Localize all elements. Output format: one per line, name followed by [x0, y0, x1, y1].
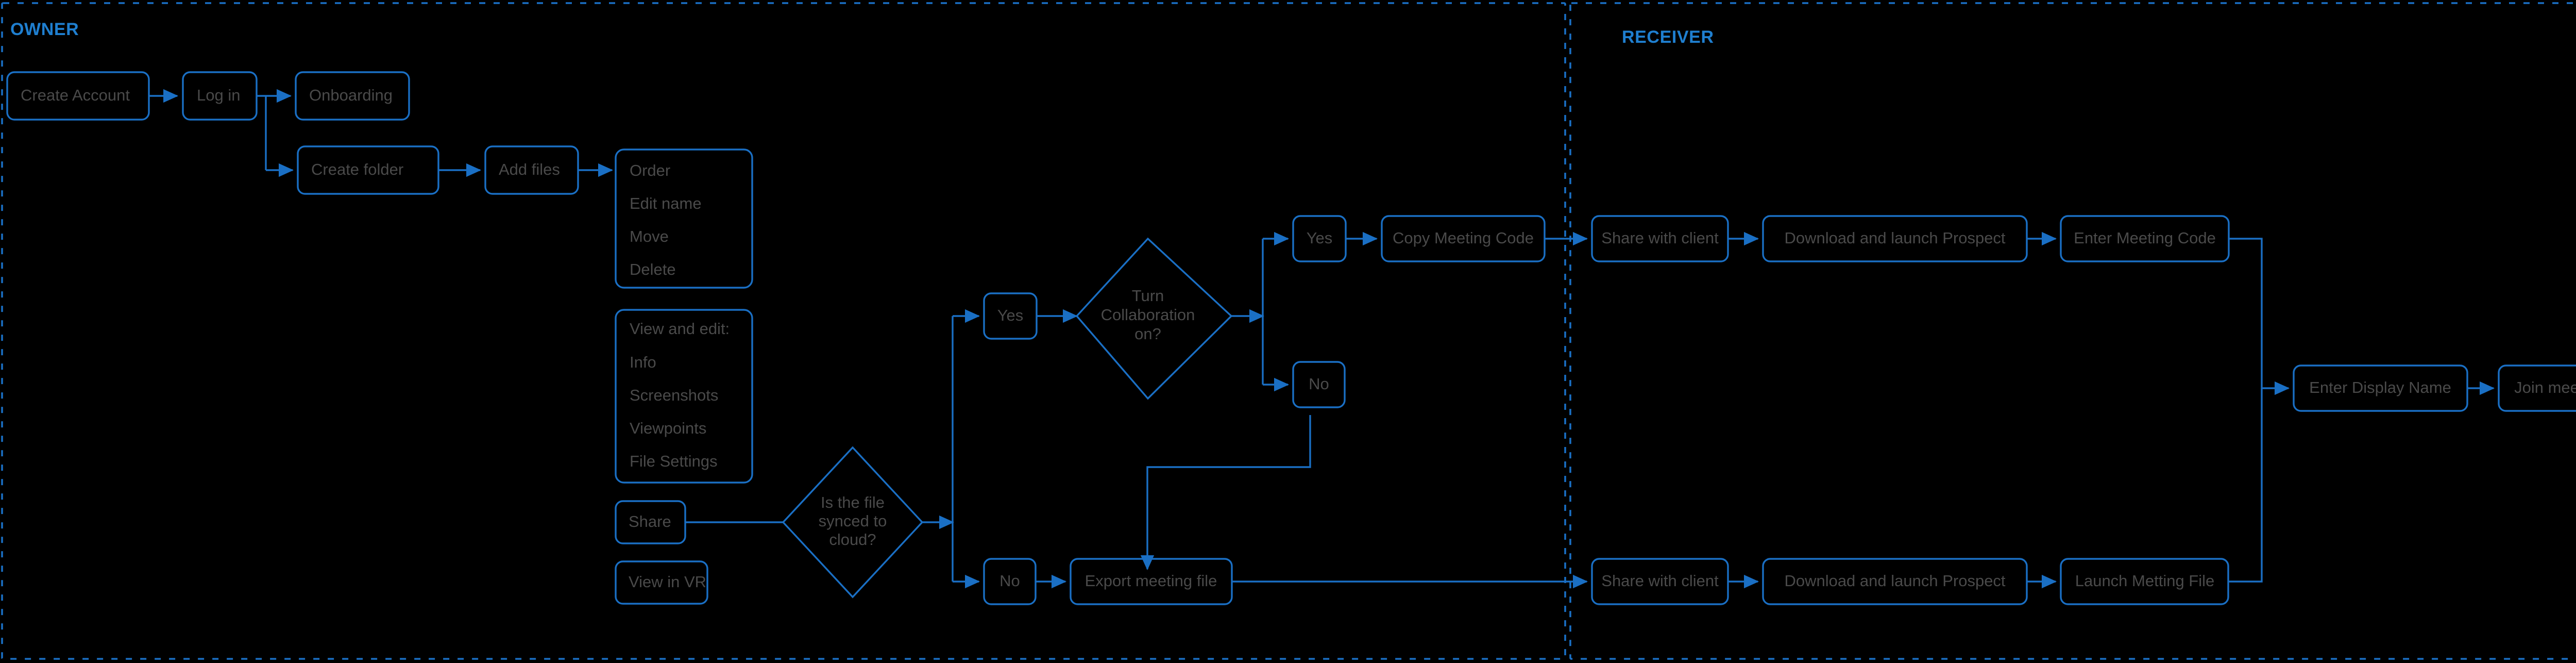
node-copy-meeting-code[interactable]: Copy Meeting Code	[1381, 215, 1546, 262]
node-synced-yes-label: Yes	[997, 306, 1024, 324]
node-view-and-edit-line-2: Screenshots	[630, 386, 718, 404]
node-share-with-client-top[interactable]: Share with client	[1591, 215, 1729, 262]
node-view-and-edit-line-0: View and edit:	[630, 320, 730, 338]
node-share-with-client-bottom-label: Share with client	[1601, 572, 1719, 590]
node-log-in[interactable]: Log in	[182, 71, 258, 121]
edge-collab-no-routing	[1140, 415, 1311, 571]
node-synced-decision-line-2: cloud?	[829, 531, 876, 549]
node-view-and-edit[interactable]: View and edit: Info Screenshots Viewpoin…	[615, 309, 753, 484]
lane-label-owner: OWNER	[10, 20, 79, 39]
node-view-in-vr[interactable]: View in VR	[615, 560, 708, 605]
node-enter-display-name[interactable]: Enter Display Name	[2293, 364, 2468, 412]
node-create-account[interactable]: Create Account	[6, 71, 150, 121]
node-file-actions-line-1: Edit name	[630, 194, 702, 212]
node-collab-decision-line-2: on?	[1134, 325, 1161, 343]
node-synced-decision-line-1: synced to	[819, 512, 887, 530]
node-view-and-edit-line-4: File Settings	[630, 452, 718, 470]
node-collab-decision-line-0: Turn	[1132, 287, 1164, 305]
node-file-actions-line-2: Move	[630, 227, 669, 245]
node-synced-yes[interactable]: Yes	[983, 292, 1038, 340]
node-view-and-edit-line-3: Viewpoints	[630, 419, 706, 437]
node-log-in-label: Log in	[197, 86, 240, 104]
lane-label-receiver: RECEIVER	[1622, 27, 1714, 47]
node-view-and-edit-line-1: Info	[630, 353, 656, 371]
node-file-actions-line-0: Order	[630, 161, 670, 179]
node-collab-decision-line-1: Collaboration	[1101, 306, 1195, 324]
node-collab-no-label: No	[1309, 375, 1329, 393]
node-synced-no[interactable]: No	[983, 558, 1037, 605]
node-create-folder-label: Create folder	[311, 160, 403, 178]
node-onboarding-label: Onboarding	[309, 86, 393, 104]
node-share-with-client-top-label: Share with client	[1601, 229, 1719, 247]
node-add-files-label: Add files	[499, 160, 560, 178]
node-collab-yes[interactable]: Yes	[1292, 215, 1347, 262]
node-file-actions[interactable]: Order Edit name Move Delete	[615, 148, 753, 289]
node-export-meeting-file-label: Export meeting file	[1085, 572, 1217, 590]
node-download-launch-prospect-top-label: Download and launch Prospect	[1784, 229, 2005, 247]
node-collab-decision[interactable]: Turn Collaboration on?	[1075, 237, 1233, 400]
node-synced-no-label: No	[999, 572, 1020, 590]
node-join-meeting-label: Join meeting	[2514, 378, 2576, 396]
node-download-launch-prospect-bottom[interactable]: Download and launch Prospect	[1762, 558, 2028, 605]
node-copy-meeting-code-label: Copy Meeting Code	[1393, 229, 1534, 247]
lane-container-receiver	[1569, 2, 2576, 660]
node-view-in-vr-label: View in VR	[629, 573, 706, 591]
node-share-with-client-bottom[interactable]: Share with client	[1591, 558, 1729, 605]
node-onboarding[interactable]: Onboarding	[295, 71, 410, 121]
edge-enter-code-to-display-name	[2229, 238, 2290, 395]
node-enter-meeting-code[interactable]: Enter Meeting Code	[2060, 215, 2230, 262]
node-collab-no[interactable]: No	[1292, 361, 1346, 408]
node-join-meeting[interactable]: Join meeting	[2498, 364, 2576, 412]
node-enter-display-name-label: Enter Display Name	[2309, 378, 2451, 396]
edge-launch-file-to-display-name	[2228, 388, 2263, 583]
node-enter-meeting-code-label: Enter Meeting Code	[2074, 229, 2216, 247]
node-create-account-label: Create Account	[21, 86, 130, 104]
node-file-actions-line-3: Delete	[630, 260, 676, 278]
node-synced-decision-line-0: Is the file	[821, 493, 885, 511]
lane-container-owner	[1, 2, 1566, 660]
node-download-launch-prospect-bottom-label: Download and launch Prospect	[1784, 572, 2005, 590]
node-collab-yes-label: Yes	[1307, 229, 1333, 247]
node-add-files[interactable]: Add files	[484, 145, 579, 195]
node-launch-meeting-file-label: Launch Metting File	[2075, 572, 2215, 590]
node-share[interactable]: Share	[615, 500, 686, 544]
node-export-meeting-file[interactable]: Export meeting file	[1070, 558, 1233, 605]
node-create-folder[interactable]: Create folder	[297, 145, 439, 195]
node-launch-meeting-file[interactable]: Launch Metting File	[2060, 558, 2229, 605]
node-synced-decision[interactable]: Is the file synced to cloud?	[782, 446, 924, 599]
node-share-label: Share	[629, 512, 671, 531]
node-download-launch-prospect-top[interactable]: Download and launch Prospect	[1762, 215, 2028, 262]
edge-layer	[149, 89, 2495, 589]
